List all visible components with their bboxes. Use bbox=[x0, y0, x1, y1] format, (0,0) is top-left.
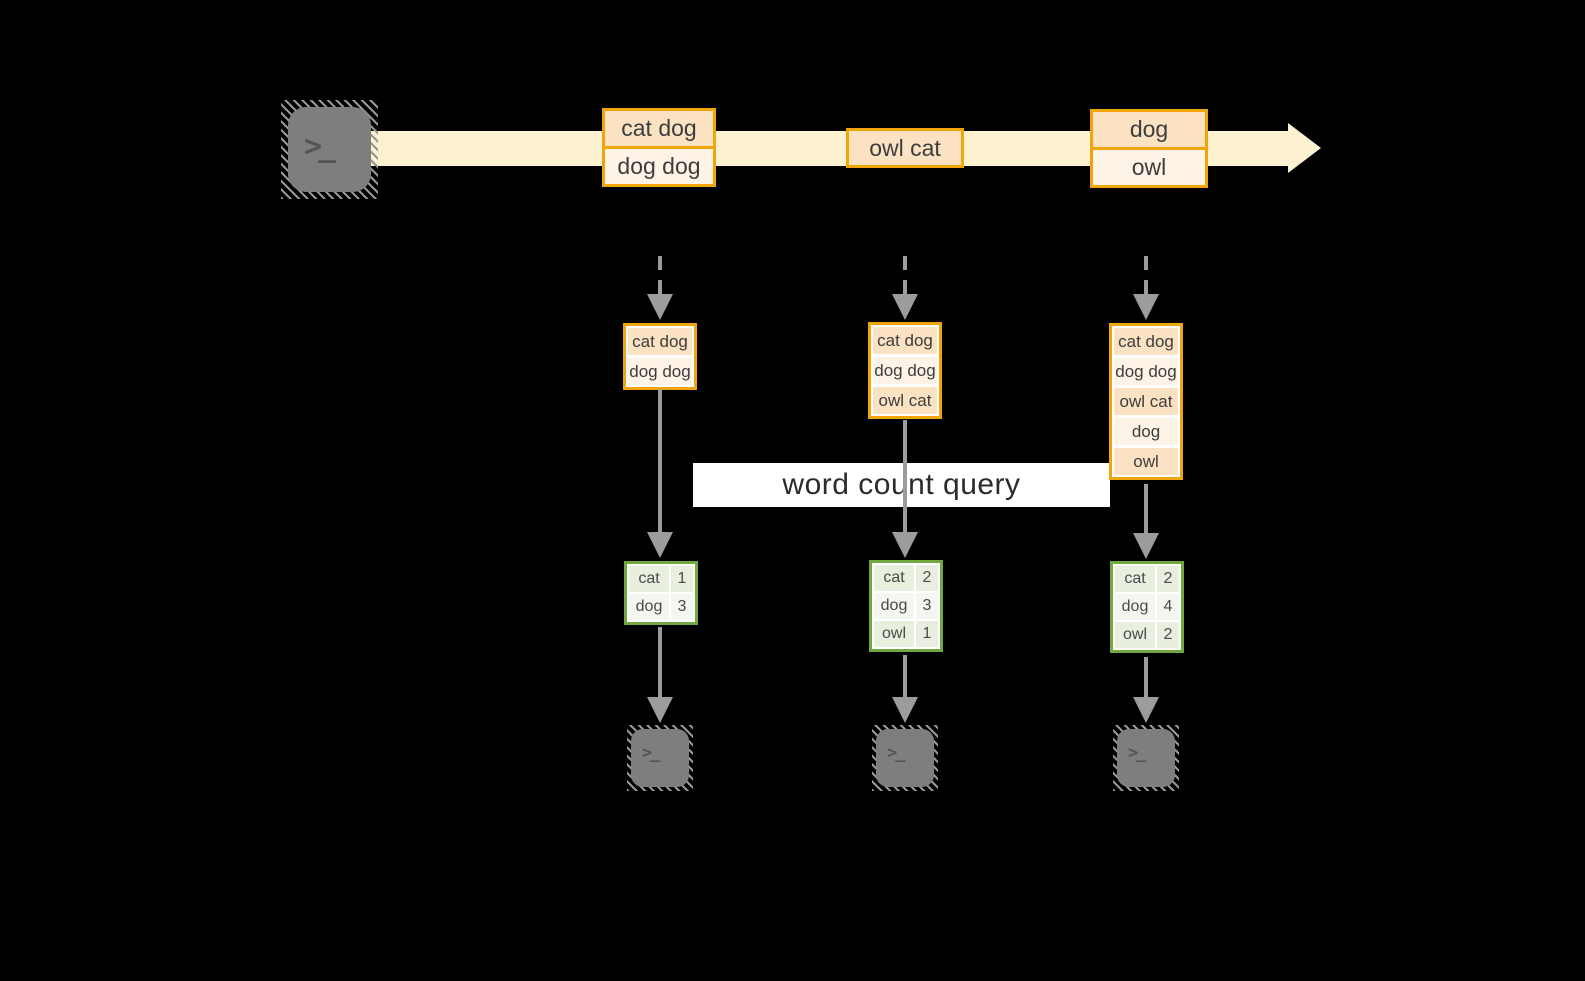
count-value: 2 bbox=[1157, 566, 1179, 592]
state-cell: dog dog bbox=[1114, 358, 1178, 385]
count-word: cat bbox=[629, 566, 669, 592]
state-cell: owl bbox=[1114, 448, 1178, 475]
state-buffer: cat dog dog dog owl cat bbox=[868, 322, 942, 419]
count-value: 1 bbox=[671, 566, 693, 592]
state-buffer: cat dog dog dog owl cat dog owl bbox=[1109, 323, 1183, 480]
count-word: dog bbox=[1115, 594, 1155, 620]
count-word: dog bbox=[629, 594, 669, 620]
count-row: cat 2 bbox=[874, 565, 938, 591]
state-cell: cat dog bbox=[1114, 328, 1178, 355]
stream-record-cell: owl cat bbox=[849, 131, 961, 165]
count-word: cat bbox=[1115, 566, 1155, 592]
terminal-screen: >_ bbox=[631, 729, 689, 787]
terminal-prompt-glyph: >_ bbox=[304, 129, 336, 164]
sink-terminal-icon: >_ bbox=[627, 725, 693, 791]
count-value: 2 bbox=[916, 565, 938, 591]
terminal-screen: >_ bbox=[876, 729, 934, 787]
state-buffer: cat dog dog dog bbox=[623, 323, 697, 390]
count-word: owl bbox=[874, 621, 914, 647]
state-cell: dog bbox=[1114, 418, 1178, 445]
count-row: dog 4 bbox=[1115, 594, 1179, 620]
state-cell: dog dog bbox=[628, 358, 692, 385]
count-value: 3 bbox=[671, 594, 693, 620]
count-table: cat 2 dog 3 owl 1 bbox=[869, 560, 943, 652]
state-cell: dog dog bbox=[873, 357, 937, 384]
count-row: owl 2 bbox=[1115, 622, 1179, 648]
stream-record-cell: cat dog bbox=[605, 111, 713, 146]
sink-terminal-icon: >_ bbox=[872, 725, 938, 791]
state-cell: cat dog bbox=[628, 328, 692, 355]
stream-record: owl cat bbox=[846, 128, 964, 168]
sink-terminal-icon: >_ bbox=[1113, 725, 1179, 791]
count-value: 4 bbox=[1157, 594, 1179, 620]
terminal-screen: >_ bbox=[1117, 729, 1175, 787]
stream-record-cell: owl bbox=[1093, 147, 1205, 185]
count-value: 3 bbox=[916, 593, 938, 619]
count-row: owl 1 bbox=[874, 621, 938, 647]
count-row: dog 3 bbox=[874, 593, 938, 619]
count-row: cat 2 bbox=[1115, 566, 1179, 592]
query-label: word count query bbox=[693, 463, 1110, 507]
stream-record-cell: dog bbox=[1093, 112, 1205, 147]
stream-record: dog owl bbox=[1090, 109, 1208, 188]
terminal-prompt-glyph: >_ bbox=[887, 743, 906, 763]
terminal-prompt-glyph: >_ bbox=[642, 743, 661, 763]
count-value: 2 bbox=[1157, 622, 1179, 648]
stream-record: cat dog dog dog bbox=[602, 108, 716, 187]
count-word: cat bbox=[874, 565, 914, 591]
state-cell: owl cat bbox=[1114, 388, 1178, 415]
state-cell: owl cat bbox=[873, 387, 937, 414]
count-word: dog bbox=[874, 593, 914, 619]
count-table: cat 2 dog 4 owl 2 bbox=[1110, 561, 1184, 653]
stream-record-cell: dog dog bbox=[605, 146, 713, 184]
terminal-prompt-glyph: >_ bbox=[1128, 743, 1147, 763]
state-cell: cat dog bbox=[873, 327, 937, 354]
count-row: cat 1 bbox=[629, 566, 693, 592]
source-terminal-icon: >_ bbox=[281, 100, 378, 199]
terminal-screen: >_ bbox=[288, 107, 371, 192]
count-word: owl bbox=[1115, 622, 1155, 648]
stream-arrowhead bbox=[1288, 123, 1321, 173]
count-value: 1 bbox=[916, 621, 938, 647]
count-row: dog 3 bbox=[629, 594, 693, 620]
count-table: cat 1 dog 3 bbox=[624, 561, 698, 625]
